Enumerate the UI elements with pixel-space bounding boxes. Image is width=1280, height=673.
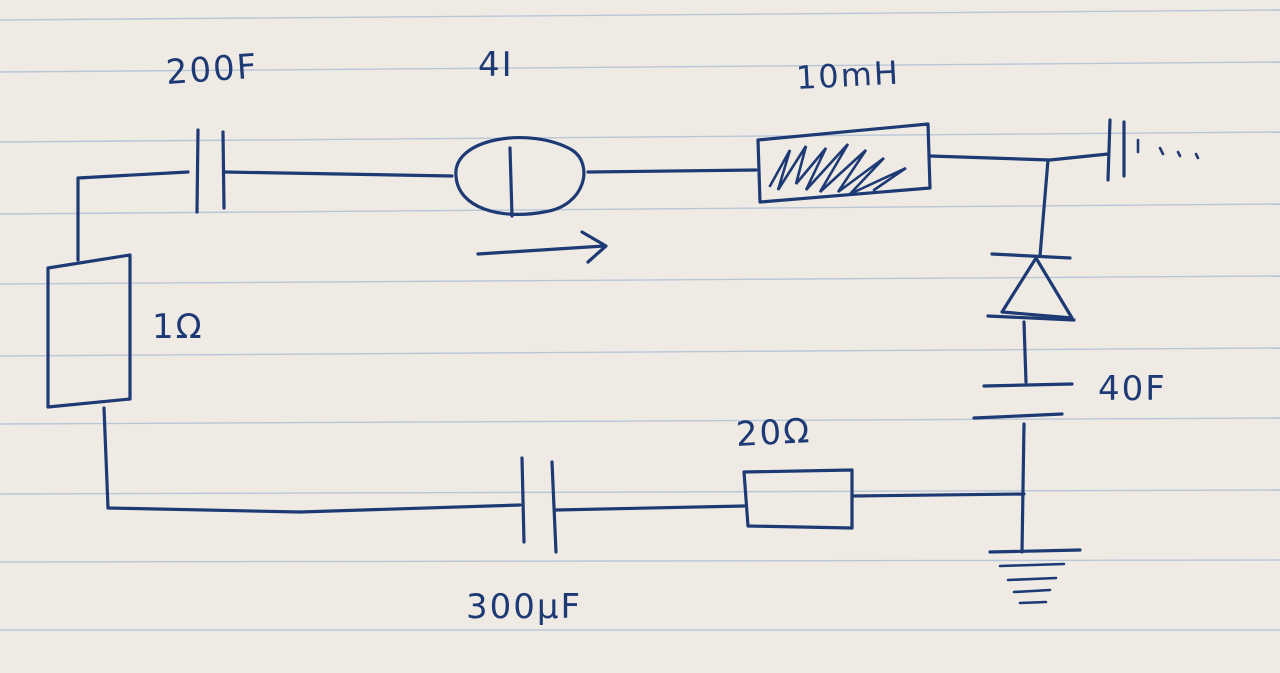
- resistor-left: [46, 253, 132, 409]
- current-source-label: 4I: [478, 45, 514, 85]
- wire-right-ground: [1020, 422, 1026, 554]
- capacitor-right-label: 40F: [1098, 369, 1167, 409]
- resistor-bottom-label: 20Ω: [734, 411, 813, 455]
- resistor-bottom: [742, 468, 854, 530]
- wire-bottom-1: [554, 504, 746, 512]
- capacitor-bottom: [520, 456, 558, 554]
- partial-branch: [1106, 118, 1200, 182]
- diode: [986, 252, 1076, 322]
- resistor-left-label: 1Ω: [152, 307, 204, 347]
- current-direction-arrow-icon: [476, 230, 608, 264]
- capacitor-top: [195, 128, 226, 214]
- current-source: [454, 136, 586, 218]
- wire-bottom-2: [850, 492, 1026, 498]
- ruled-lines: [0, 9, 1280, 631]
- inductor-label: 10mH: [795, 53, 901, 97]
- wire-left-top: [76, 170, 190, 262]
- capacitor-bottom-label: 300μF: [466, 587, 583, 627]
- ground-icon: [988, 548, 1082, 605]
- wire-top-1: [222, 170, 454, 178]
- wire-top-3: [928, 152, 1110, 162]
- wire-left-bottom: [102, 406, 522, 514]
- wire-diode-cap: [1022, 320, 1028, 384]
- capacitor-right: [972, 382, 1074, 420]
- inductor: [756, 122, 932, 204]
- wire-right-down: [1038, 158, 1050, 258]
- capacitor-top-label: 200F: [164, 46, 260, 93]
- wire-top-2: [586, 168, 758, 174]
